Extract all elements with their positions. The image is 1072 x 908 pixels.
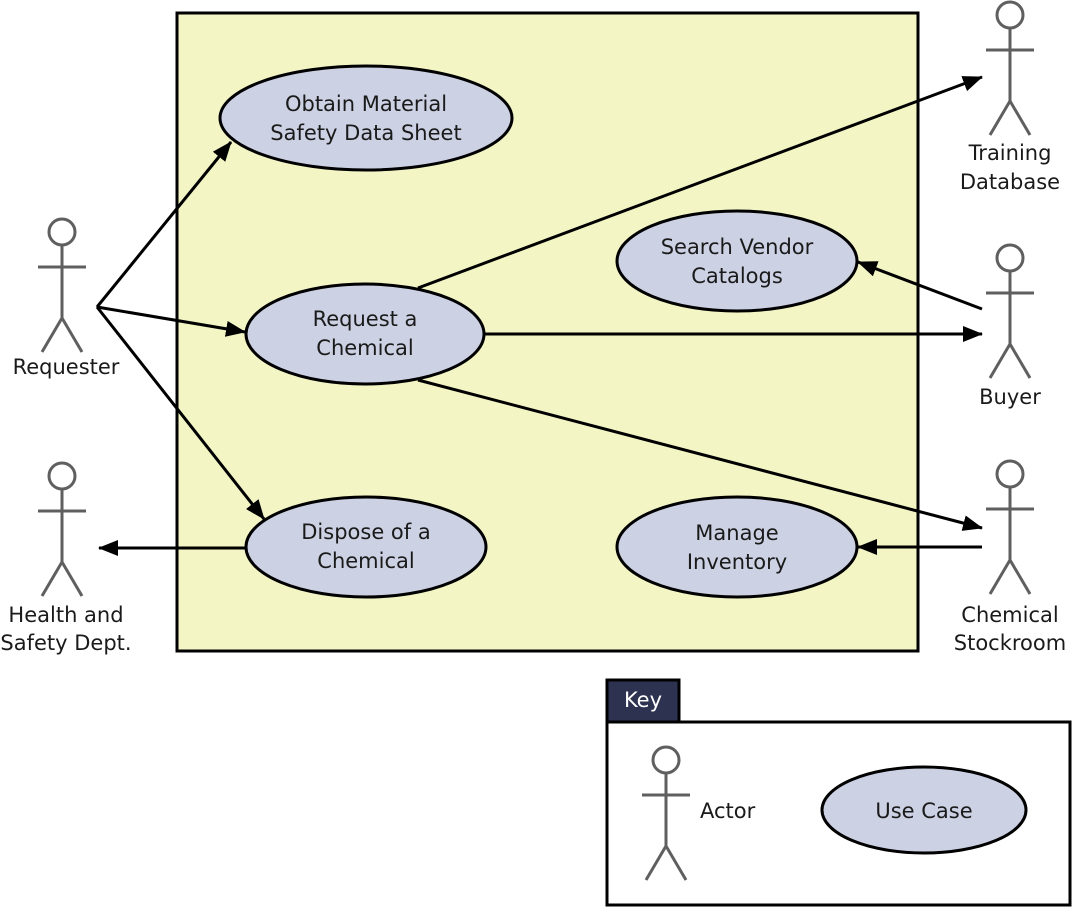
key-actor-icon: [642, 745, 690, 881]
edge-buyer-to-search-vendor-catalogs: [857, 260, 983, 311]
actor-chemical-stockroom[interactable]: [986, 459, 1034, 595]
edge-requester-to-dispose-chemical: [95, 306, 266, 520]
key-use-case-label: Use Case: [875, 799, 972, 823]
actor-label: Health and: [8, 603, 123, 627]
key-use-case-icon: Use Case: [820, 765, 1028, 855]
edge-requester-to-obtain-msds: [95, 141, 233, 308]
use-case-label: Safety Data Sheet: [270, 121, 461, 145]
actor-training-database[interactable]: [986, 0, 1034, 136]
stick-figure-icon: [986, 459, 1034, 595]
edge-request-chemical-to-chemical-stockroom: [417, 378, 983, 531]
actor-label: Stockroom: [954, 631, 1066, 655]
actor-label: Requester: [13, 355, 120, 379]
actor-label: Training: [968, 141, 1052, 165]
key-actor-label: Actor: [700, 799, 756, 823]
stick-figure-icon: [986, 0, 1034, 136]
actor-label: Chemical: [961, 603, 1058, 627]
actor-health-safety[interactable]: [38, 461, 86, 597]
use-case-label: Chemical: [317, 549, 414, 573]
use-case-request-chemical[interactable]: Request a Chemical: [244, 282, 486, 386]
use-case-label: Inventory: [687, 550, 787, 574]
edge-requester-to-request-chemical: [96, 305, 246, 337]
actor-requester[interactable]: [38, 217, 86, 353]
use-case-label: Chemical: [316, 336, 413, 360]
use-case-label: Manage: [695, 521, 778, 545]
stick-figure-icon: [38, 217, 86, 353]
use-case-label: Dispose of a: [301, 520, 430, 544]
key-legend: Key Actor Use Case: [605, 678, 1072, 907]
use-case-label: Request a: [313, 307, 418, 331]
use-case-label: Search Vendor: [661, 235, 814, 259]
actor-label: Database: [960, 170, 1060, 194]
actor-buyer[interactable]: [986, 243, 1034, 379]
actor-label: Safety Dept.: [0, 631, 131, 655]
use-case-label: Catalogs: [691, 264, 783, 288]
key-title: Key: [624, 688, 662, 712]
use-case-search-vendor-catalogs[interactable]: Search Vendor Catalogs: [615, 209, 859, 313]
use-case-manage-inventory[interactable]: Manage Inventory: [615, 495, 859, 599]
associations: [95, 75, 983, 556]
use-case-dispose-chemical[interactable]: Dispose of a Chemical: [244, 495, 488, 599]
stick-figure-icon: [38, 461, 86, 597]
key-tab: [605, 678, 681, 724]
stick-figure-icon: [986, 243, 1034, 379]
edge-request-chemical-to-training-database: [417, 75, 983, 290]
use-case-obtain-msds[interactable]: Obtain Material Safety Data Sheet: [218, 64, 514, 172]
actor-label: Buyer: [979, 385, 1041, 409]
use-case-label: Obtain Material: [285, 92, 447, 116]
